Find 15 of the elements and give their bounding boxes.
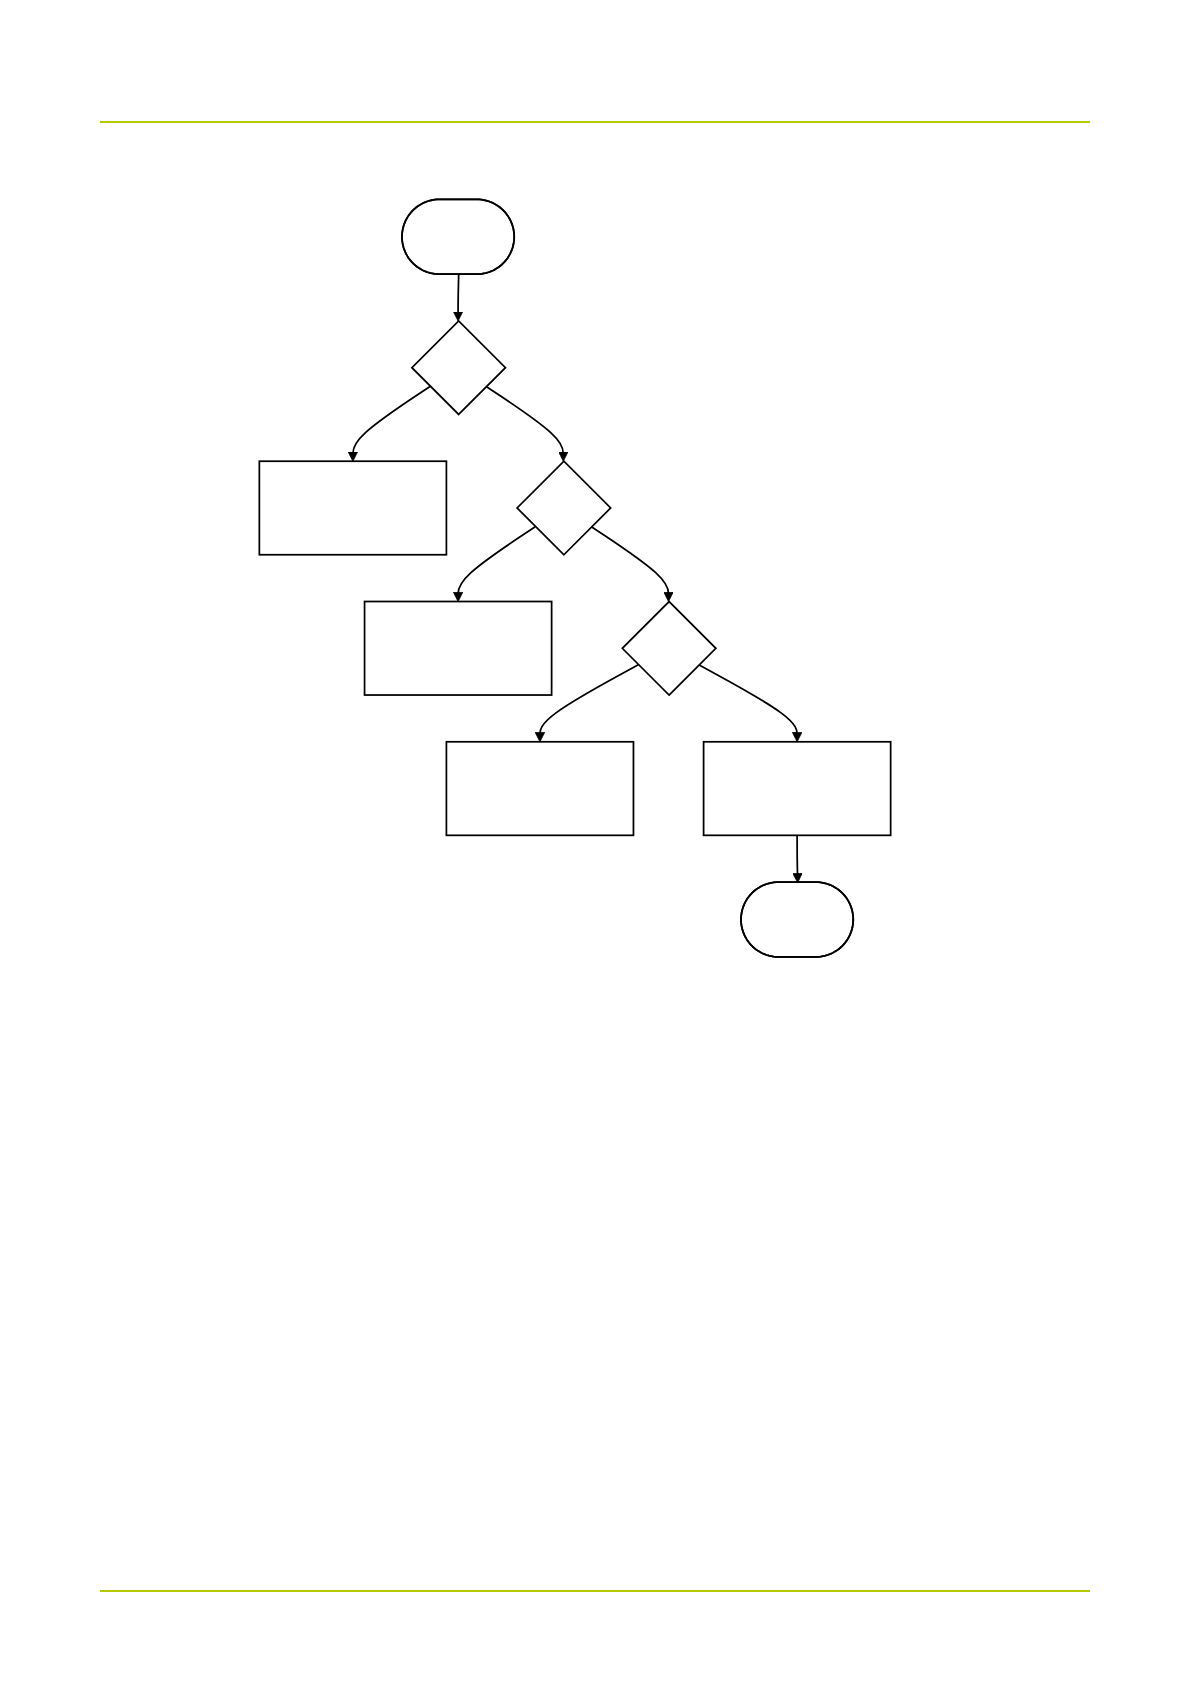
arrow [485,385,569,462]
node-diamond [410,319,507,416]
arrow [452,273,464,322]
node-box [258,460,448,556]
node-box [702,740,892,837]
arrow [697,663,803,743]
arrow [534,663,640,743]
arrow [347,385,431,462]
node-box [363,600,553,696]
node-diamond [515,460,612,556]
arrow [590,525,674,602]
arrow [792,834,803,884]
node-box [445,740,635,837]
node-diamond [621,600,718,697]
arrow [452,525,537,602]
